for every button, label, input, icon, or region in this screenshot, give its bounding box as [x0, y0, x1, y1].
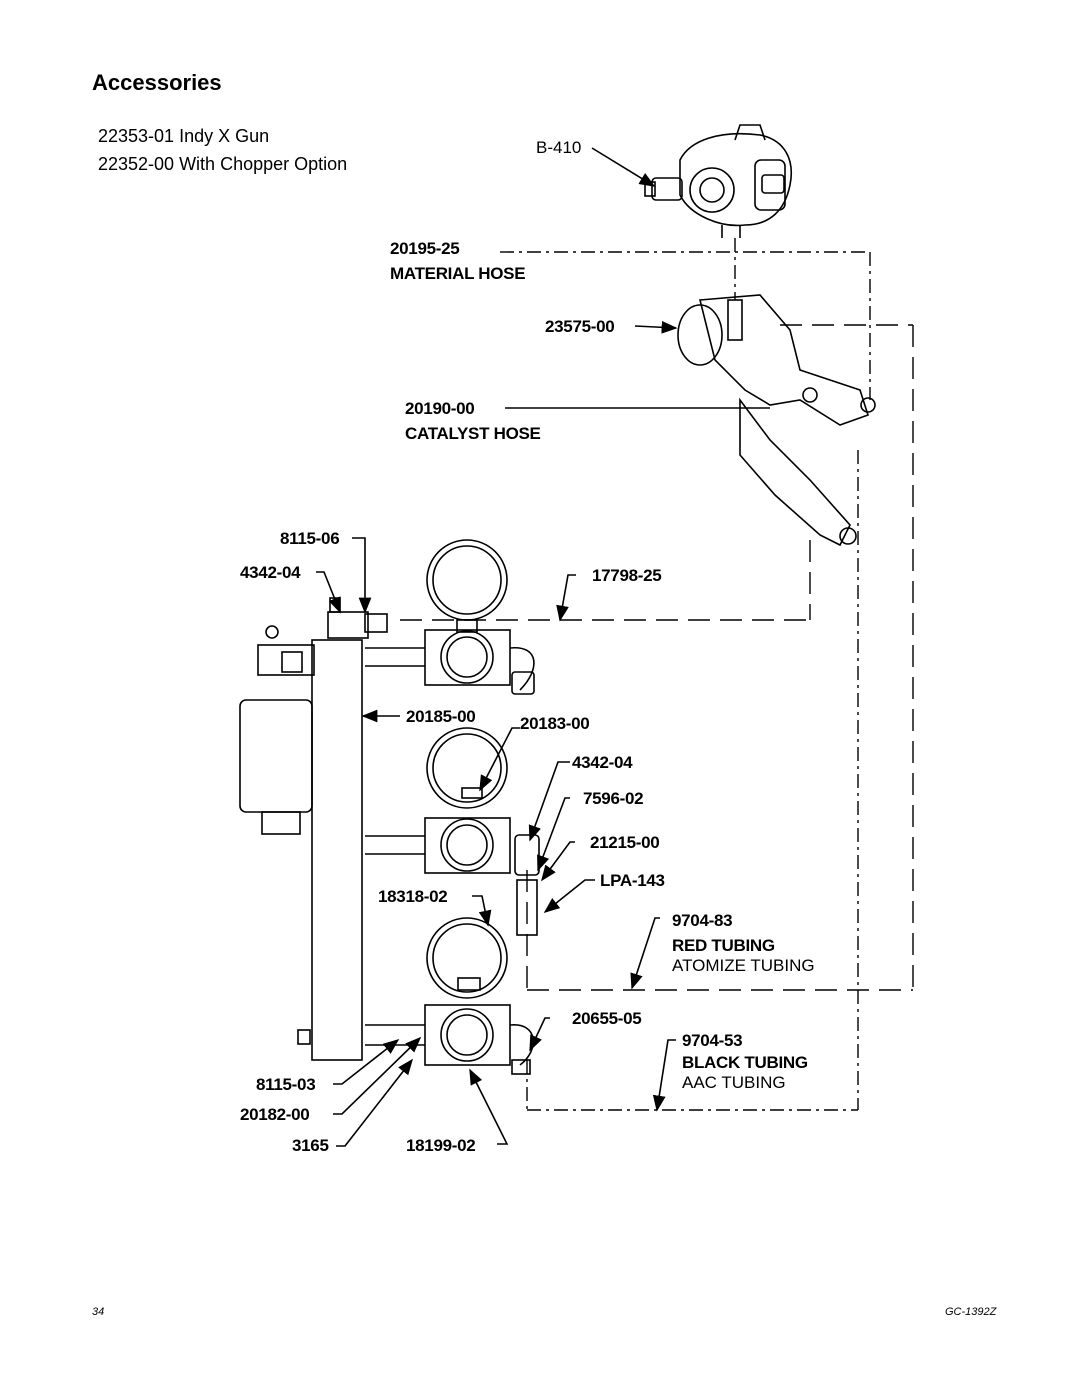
- pressure-gauge-top: [365, 539, 535, 695]
- label-18199-02: 18199-02: [406, 1136, 476, 1155]
- label-red-tubing-part: 9704-83: [672, 911, 733, 930]
- label-18318-02: 18318-02: [378, 887, 448, 906]
- gun-option-line: 22352-00 With Chopper Option: [98, 154, 348, 174]
- label-20182-00: 20182-00: [240, 1105, 310, 1124]
- label-material-hose-part: 20195-25: [390, 239, 460, 258]
- label-material-hose-name: MATERIAL HOSE: [390, 264, 526, 283]
- label-catalyst-hose-name: CATALYST HOSE: [405, 424, 541, 443]
- label-3165: 3165: [292, 1136, 329, 1155]
- label-8115-03: 8115-03: [256, 1075, 316, 1094]
- gun-model-line: 22353-01 Indy X Gun: [98, 126, 270, 146]
- label-lpa-143: LPA-143: [600, 871, 665, 890]
- label-black-tubing-name: BLACK TUBING: [682, 1053, 808, 1072]
- label-7596-02: 7596-02: [583, 789, 644, 808]
- page-title: Accessories: [92, 70, 222, 95]
- regulator-drawing: [634, 294, 876, 547]
- label-17798-25: 17798-25: [592, 566, 662, 585]
- label-4342-04: 4342-04: [572, 753, 633, 772]
- label-20185-00: 20185-00: [406, 707, 476, 726]
- pressure-gauge-bottom: [365, 917, 534, 1075]
- label-20183-00: 20183-00: [520, 714, 590, 733]
- leader-lines: [316, 537, 676, 1147]
- label-red-tubing-desc: ATOMIZE TUBING: [672, 956, 815, 975]
- label-b410: B-410: [536, 138, 582, 157]
- label-catalyst-hose-part: 20190-00: [405, 399, 475, 418]
- label-black-tubing-desc: AAC TUBING: [682, 1073, 786, 1092]
- label-4342-04-top: 4342-04: [240, 563, 301, 582]
- label-black-tubing-part: 9704-53: [682, 1031, 743, 1050]
- label-20655-05: 20655-05: [572, 1009, 642, 1028]
- spray-gun-drawing: [591, 124, 792, 238]
- label-23575-00: 23575-00: [545, 317, 615, 336]
- label-8115-06: 8115-06: [280, 529, 340, 548]
- page-number: 34: [92, 1306, 105, 1318]
- label-21215-00: 21215-00: [590, 833, 660, 852]
- hose-routing-lines: [500, 238, 871, 1111]
- label-red-tubing-name: RED TUBING: [672, 936, 775, 955]
- pressure-gauge-middle: [365, 727, 540, 936]
- manifold-drawing: [239, 625, 363, 1061]
- document-id: GC-1392Z: [945, 1306, 997, 1318]
